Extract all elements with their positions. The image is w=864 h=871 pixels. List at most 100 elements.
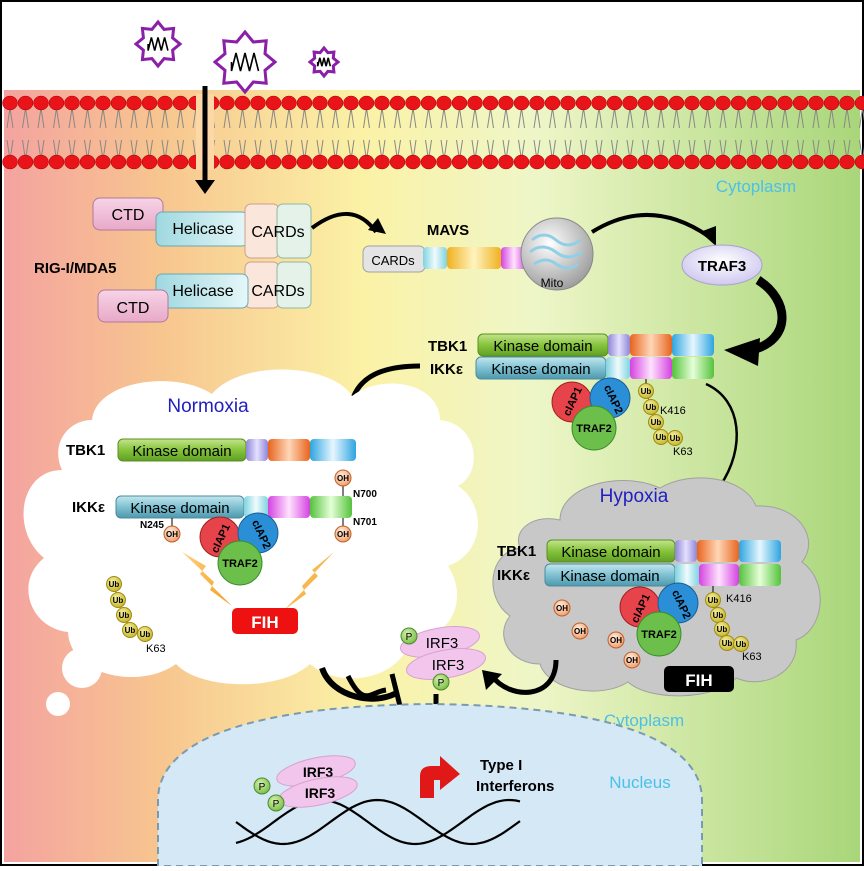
lipid-head	[65, 96, 80, 110]
lipid-head	[65, 155, 80, 169]
ubiquitin-label: Ub	[140, 630, 151, 639]
lipid-head	[158, 96, 173, 110]
ubiquitin-label: Ub	[646, 403, 657, 412]
tbk1-domain-orange-normoxia	[268, 439, 310, 461]
mavs-domain-yellow	[447, 247, 501, 269]
lipid-head	[747, 155, 762, 169]
lipid-head	[406, 155, 421, 169]
tbk1-domain-sky-upper	[672, 334, 714, 356]
n701-label: N701	[353, 517, 377, 528]
helicase-label-2: Helicase	[172, 283, 233, 300]
lipid-head	[375, 96, 390, 110]
lipid-head	[18, 96, 33, 110]
lipid-head	[49, 96, 64, 110]
tbk1-domain-orange-upper	[630, 334, 672, 356]
lipid-head	[282, 155, 297, 169]
lipid-head	[840, 155, 855, 169]
lipid-head	[530, 155, 545, 169]
helicase-label-1: Helicase	[172, 221, 233, 238]
lipid-head	[437, 96, 452, 110]
lipid-head	[809, 155, 824, 169]
lipid-head	[297, 155, 312, 169]
normoxia-title: Normoxia	[167, 396, 249, 417]
ubiquitin-label: Ub	[651, 418, 662, 427]
ubiquitin-label: Ub	[113, 596, 124, 605]
traf2-label-upper: TRAF2	[576, 423, 611, 435]
tbk1-domain-purple-normoxia	[246, 439, 268, 461]
nucleus-label: Nucleus	[609, 773, 670, 792]
lipid-head	[158, 155, 173, 169]
lipid-head	[328, 155, 343, 169]
lipid-head	[762, 155, 777, 169]
lipid-head	[142, 155, 157, 169]
lipid-head	[576, 96, 591, 110]
lipid-head	[809, 96, 824, 110]
lipid-head	[328, 96, 343, 110]
n245-label: N245	[140, 520, 164, 531]
lipid-head	[623, 96, 638, 110]
ikke-domain-lime-hypoxia	[739, 564, 781, 586]
lipid-head	[483, 155, 498, 169]
lipid-head	[824, 96, 839, 110]
lipid-head	[638, 96, 653, 110]
lipid-head	[313, 155, 328, 169]
lipid-head	[592, 155, 607, 169]
lipid-head	[344, 96, 359, 110]
ikke-label-upper: IKKε	[430, 361, 463, 378]
k416-label-upper: K416	[660, 405, 686, 417]
ubiquitin-label: Ub	[708, 596, 719, 605]
tbk1-kinase-label-upper: Kinase domain	[493, 338, 592, 355]
lipid-head	[421, 96, 436, 110]
interferons-label: Interferons	[476, 778, 554, 795]
hypoxia-title: Hypoxia	[600, 486, 669, 507]
lipid-head	[313, 96, 328, 110]
lipid-head	[824, 155, 839, 169]
oh-n700-label: OH	[337, 474, 349, 483]
oh-n701-label: OH	[337, 530, 349, 539]
lipid-head	[607, 155, 622, 169]
ubiquitin-label: Ub	[736, 640, 747, 649]
ctd-label-1: CTD	[112, 207, 145, 224]
oh-n245-label: OH	[166, 530, 178, 539]
lipid-head	[266, 155, 281, 169]
lipid-head	[669, 96, 684, 110]
lipid-head	[251, 155, 266, 169]
mavs-cards-label: CARDs	[371, 253, 415, 268]
lipid-head	[483, 96, 498, 110]
lipid-head	[623, 155, 638, 169]
lipid-head	[437, 155, 452, 169]
virus-capsid	[215, 32, 275, 92]
lipid-head	[716, 155, 731, 169]
traf3-label: TRAF3	[698, 258, 746, 275]
n700-label: N700	[353, 489, 377, 500]
lipid-head	[127, 155, 142, 169]
virus-icon	[310, 48, 338, 76]
k416-label-hypoxia: K416	[726, 593, 752, 605]
nucleus: Nucleus IRF3 IRF3 P P Type I Interferons	[158, 704, 702, 866]
lipid-head	[685, 96, 700, 110]
tbk1-domain-purple-hypoxia	[675, 540, 697, 562]
cytoplasm-label-top: Cytoplasm	[716, 177, 796, 196]
lipid-head	[80, 96, 95, 110]
lipid-head	[220, 96, 235, 110]
lipid-head	[545, 96, 560, 110]
lipid-head	[654, 96, 669, 110]
lipid-head	[49, 155, 64, 169]
ikke-kinase-label-upper: Kinase domain	[491, 361, 590, 378]
cards-label-2: CARDs	[251, 283, 304, 300]
tbk1-label-normoxia: TBK1	[66, 442, 105, 459]
lipid-head	[545, 155, 560, 169]
lipid-head	[220, 155, 235, 169]
lipid-head	[359, 155, 374, 169]
ubiquitin-label: Ub	[713, 611, 724, 620]
virus-capsid	[310, 48, 338, 76]
cloud-bubble-large	[62, 648, 102, 688]
cards-label-1: CARDs	[251, 224, 304, 241]
lipid-head	[561, 96, 576, 110]
lipid-head	[80, 155, 95, 169]
ubiquitin-label: Ub	[717, 625, 728, 634]
lipid-head	[607, 96, 622, 110]
lipid-head	[421, 155, 436, 169]
lipid-head	[778, 96, 793, 110]
